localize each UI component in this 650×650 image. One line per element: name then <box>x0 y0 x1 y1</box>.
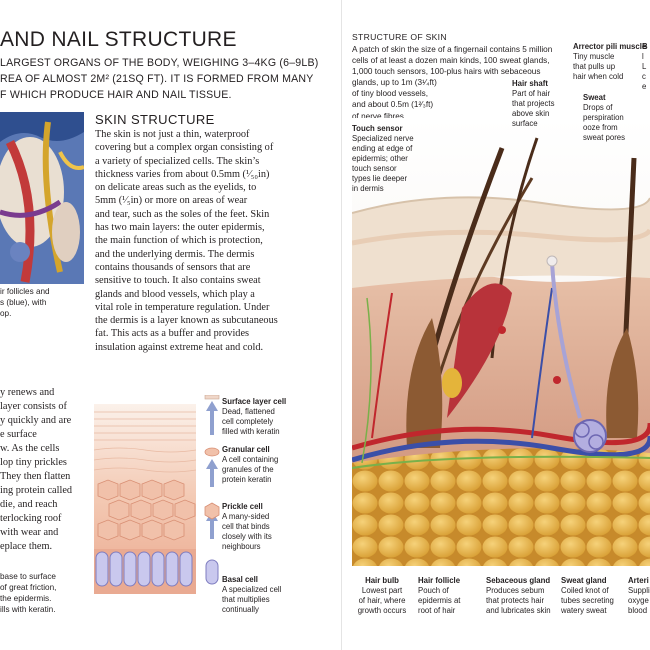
micrograph-caption: ir follicles and s (blue), with op. <box>0 287 50 318</box>
label-basal-cell: Basal cell A specialized cell that multi… <box>222 575 282 614</box>
page-gutter <box>341 0 342 650</box>
epidermis-layers-illustration <box>93 404 197 594</box>
label-sebaceous-gland: Sebaceous gland Produces sebum that prot… <box>486 576 551 615</box>
skin-structure-body: The skin is not just a thin, waterproof … <box>95 129 278 353</box>
skin-cross-section-illustration <box>351 118 650 566</box>
label-arrector-pili-muscle: Arrector pili muscle Tiny muscle that pu… <box>573 42 647 81</box>
label-hair-follicle: Hair follicle Pouch of epidermis at root… <box>418 576 461 615</box>
structure-of-skin-body: A patch of skin the size of a fingernail… <box>352 45 553 121</box>
page-title: AND NAIL STRUCTURE <box>0 28 237 51</box>
label-surface-layer-cell: Surface layer cell Dead, flattened cell … <box>222 397 287 436</box>
label-touch-sensor: Touch sensor Specialized nerve ending at… <box>352 124 414 193</box>
label-hair-shaft: Hair shaft Part of hair that projects ab… <box>512 79 555 128</box>
label-prickle-cell: Prickle cell A many-sided cell that bind… <box>222 502 272 551</box>
label-sweat: Sweat Drops of perspiration ooze from sw… <box>583 93 626 142</box>
label-hair-bulb: Hair bulb Lowest part of hair, where gro… <box>357 576 407 615</box>
label-sweat-gland: Sweat gland Coiled knot of tubes secreti… <box>561 576 614 615</box>
label-granular-cell: Granular cell A cell containing granules… <box>222 445 279 484</box>
structure-of-skin-heading: STRUCTURE OF SKIN <box>352 32 447 42</box>
label-arteriole: Arteri Suppli oxyge blood <box>628 576 650 615</box>
intro-text: LARGEST ORGANS OF THE BODY, WEIGHING 3–4… <box>0 57 319 101</box>
label-blood-vessel-cut: B l L c e <box>642 42 648 91</box>
section-heading-skin-structure: SKIN STRUCTURE <box>95 112 215 127</box>
renewal-body: y renews and layer consists of y quickly… <box>0 387 73 552</box>
cell-progression-arrows <box>204 394 220 610</box>
skin-micrograph-image <box>0 112 84 284</box>
renewal-caption: base to surface of great friction, the e… <box>0 572 57 614</box>
